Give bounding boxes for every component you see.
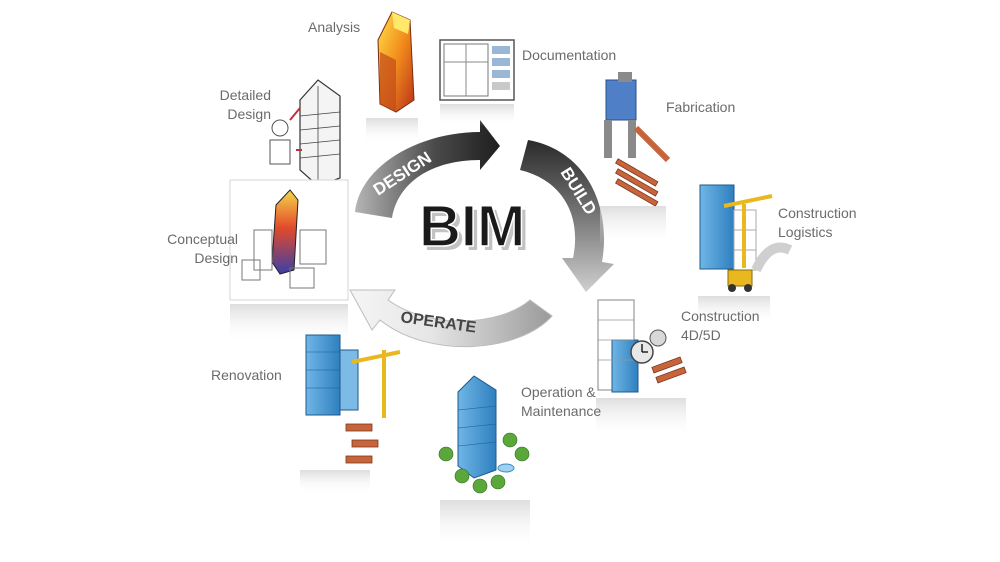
stage-operation-maintenance-line1: Operation &: [521, 384, 596, 400]
operate-arrow: [349, 289, 553, 348]
stage-construction-4d5d: Construction 4D/5D: [681, 307, 760, 345]
stage-renovation: Renovation: [211, 367, 282, 383]
construction-4d5d-illustration: [596, 299, 687, 438]
analysis-illustration: [366, 11, 418, 144]
stage-operation-maintenance-line2: Maintenance: [521, 403, 602, 419]
stage-construction-logistics-line2: Logistics: [778, 224, 833, 240]
operation-maintenance-illustration: [438, 375, 530, 550]
stage-construction-logistics-line1: Construction: [778, 205, 857, 221]
stage-detailed-design: Detailed Design: [196, 86, 271, 124]
construction-logistics-illustration: [698, 184, 793, 324]
stage-construction-logistics: Construction Logistics: [778, 204, 857, 242]
fabrication-illustration: [600, 72, 671, 246]
bim-title: BIM: [419, 194, 525, 259]
stage-fabrication: Fabrication: [666, 99, 736, 115]
stage-construction-4d5d-line1: Construction: [681, 308, 760, 324]
bim-title-shadow: BIM: [423, 198, 529, 263]
conceptual-design-illustration: [229, 179, 349, 344]
renovation-illustration: [300, 334, 401, 494]
stage-analysis: Analysis: [308, 19, 361, 35]
stage-documentation: Documentation: [522, 47, 617, 63]
stage-detailed-design-line1: Detailed: [219, 87, 271, 103]
design-arrow: [355, 120, 500, 218]
build-arrow: [520, 140, 614, 292]
stage-conceptual-design-line1: Conceptual: [167, 231, 238, 247]
stage-operation-maintenance: Operation & Maintenance: [521, 383, 601, 421]
detailed-design-illustration: [269, 79, 341, 187]
stage-detailed-design-line2: Design: [227, 106, 271, 122]
stage-conceptual-design: Conceptual Design: [150, 230, 238, 268]
cycle-ring: DESIGN BUILD OPERATE BIM BIM: [349, 120, 614, 348]
stage-construction-4d5d-line2: 4D/5D: [681, 327, 721, 343]
documentation-illustration: [439, 39, 515, 126]
stage-conceptual-design-line2: Design: [194, 250, 238, 266]
